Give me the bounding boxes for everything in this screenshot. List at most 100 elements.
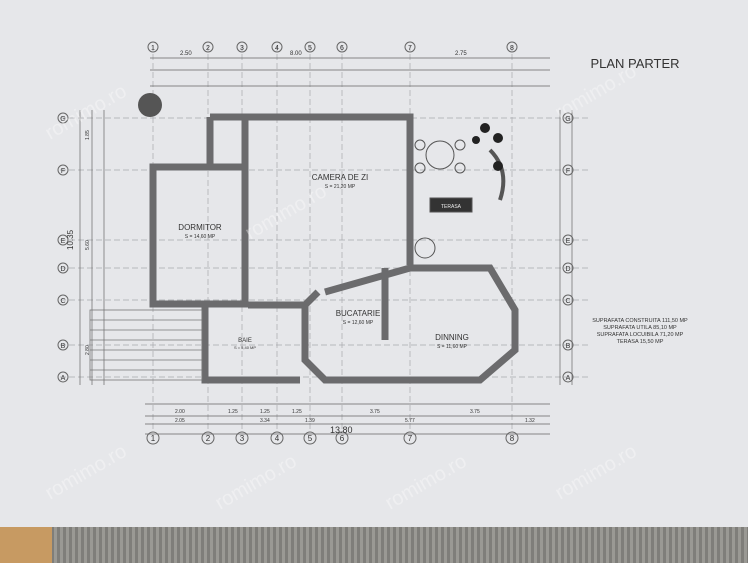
svg-text:romimo.ro: romimo.ro <box>382 450 471 514</box>
furniture <box>414 139 506 259</box>
dim-bottom-1-label: 1.25 <box>228 409 238 415</box>
row-axis-bubble: B <box>562 339 574 351</box>
svg-text:B: B <box>566 343 571 350</box>
dim-bottom-1-label: 3.75 <box>370 409 380 415</box>
svg-text:D: D <box>565 266 570 273</box>
dim-total-depth: 10.35 <box>66 229 75 250</box>
plants-icon <box>138 93 503 171</box>
room-area-dormitor: S = 14,60 MP <box>185 234 216 240</box>
dim-top-1: 2.50 <box>180 51 192 57</box>
dim-bottom-row-2: 2.05 3.34 1.39 5.77 1.32 <box>175 418 535 424</box>
dim-bottom-row-1: 2.00 1.25 1.25 1.25 3.75 3.75 <box>175 409 480 415</box>
column-axis-bubble-top: 3 <box>236 41 248 53</box>
room-area-baie: S = 5,40 MP <box>234 345 256 350</box>
svg-text:romimo.ro: romimo.ro <box>42 440 131 504</box>
column-axis-bubble: 4 <box>270 431 284 445</box>
terrace-sign <box>429 197 473 213</box>
svg-text:5: 5 <box>308 45 312 52</box>
svg-text:romimo.ro: romimo.ro <box>212 450 301 514</box>
room-name-dormitor: DORMITOR <box>178 223 222 232</box>
dim-top-3: 2.75 <box>455 51 467 57</box>
dim-bottom-2-label: 1.39 <box>305 418 315 424</box>
row-axis-bubble: B <box>57 339 69 351</box>
svg-text:7: 7 <box>408 434 413 443</box>
svg-text:3: 3 <box>240 434 245 443</box>
dim-bottom-1-label: 1.25 <box>260 409 270 415</box>
svg-text:4: 4 <box>275 45 279 52</box>
dim-top-2: 8.00 <box>290 51 302 57</box>
carpet-background <box>0 527 748 563</box>
dim-bottom-2-label: 2.05 <box>175 418 185 424</box>
svg-text:6: 6 <box>340 434 345 443</box>
dim-left-2: 5.60 <box>85 240 91 250</box>
wood-floor-background <box>0 527 52 563</box>
row-axis-bubble: C <box>57 294 69 306</box>
dining-table-icon <box>425 140 455 170</box>
column-axis-labels: 1 1 2 2 3 3 4 4 5 5 6 6 7 7 8 8 <box>146 41 519 445</box>
row-axis-bubble: G <box>57 112 69 124</box>
svg-text:romimo.ro: romimo.ro <box>242 180 331 244</box>
column-axis-bubble: 2 <box>201 431 215 445</box>
svg-text:E: E <box>566 238 571 245</box>
svg-text:1: 1 <box>151 434 156 443</box>
summary-living-area: SUPRAFATA LOCUIBILA 71,20 MP <box>597 332 684 338</box>
svg-text:E: E <box>61 238 66 245</box>
row-axis-bubble: F <box>562 164 574 176</box>
column-axis-bubble-top: 4 <box>271 41 283 53</box>
dimension-lines <box>79 57 573 435</box>
column-axis-bubble-top: 8 <box>506 41 518 53</box>
column-axis-bubble-top: 5 <box>304 41 316 53</box>
dim-bottom-1-label: 1.25 <box>292 409 302 415</box>
svg-text:8: 8 <box>510 45 514 52</box>
dim-bottom-2-label: 1.32 <box>525 418 535 424</box>
svg-text:2: 2 <box>206 45 210 52</box>
row-axis-bubble: C <box>562 294 574 306</box>
svg-text:C: C <box>565 298 570 305</box>
room-area-dinning: S = 11,60 MP <box>437 344 468 350</box>
room-area-camera-de-zi: S = 21,20 MP <box>325 184 356 190</box>
column-axis-bubble-top: 6 <box>336 41 348 53</box>
walls <box>149 113 519 384</box>
fireplace-icon <box>414 237 436 259</box>
svg-text:G: G <box>565 116 570 123</box>
room-name-terasa: TERASA <box>441 204 462 210</box>
column-axis-bubble: 7 <box>403 431 417 445</box>
room-name-dinning: DINNING <box>435 333 469 342</box>
room-area-bucatarie: S = 12,60 MP <box>343 320 374 326</box>
svg-text:D: D <box>60 266 65 273</box>
svg-text:8: 8 <box>510 434 515 443</box>
svg-text:B: B <box>61 343 66 350</box>
svg-text:5: 5 <box>308 434 313 443</box>
svg-text:7: 7 <box>408 45 412 52</box>
column-axis-bubble: 6 <box>335 431 349 445</box>
dim-left-1: 1.85 <box>85 130 91 140</box>
svg-text:C: C <box>60 298 65 305</box>
column-axis-bubble: 8 <box>505 431 519 445</box>
dim-bottom-1-label: 2.00 <box>175 409 185 415</box>
dim-bottom-1-label: 3.75 <box>470 409 480 415</box>
row-axis-bubble: D <box>562 262 574 274</box>
summary-built-area: SUPRAFATA CONSTRUITA 111,50 MP <box>592 318 688 324</box>
svg-text:A: A <box>61 375 66 382</box>
row-axis-bubble: F <box>57 164 69 176</box>
svg-text:2: 2 <box>206 434 211 443</box>
summary-usable-area: SUPRAFATA UTILA 85,10 MP <box>603 325 677 331</box>
svg-text:4: 4 <box>275 434 280 443</box>
row-axis-bubble: D <box>57 262 69 274</box>
row-axis-bubble: A <box>562 371 574 383</box>
column-axis-bubble: 5 <box>303 431 317 445</box>
svg-text:A: A <box>566 375 571 382</box>
room-name-baie: BAIE <box>238 338 252 344</box>
row-axis-bubble: E <box>562 234 574 246</box>
row-axis-labels: G G F F E E D D C C B B A A <box>57 112 574 383</box>
dim-total-width: 13.80 <box>330 425 353 435</box>
dim-bottom-2-label: 3.34 <box>260 418 270 424</box>
column-axis-bubble-top: 2 <box>202 41 214 53</box>
svg-text:1: 1 <box>151 45 155 52</box>
dim-bottom-2-label: 5.77 <box>405 418 415 424</box>
column-axis-bubble: 1 <box>146 431 160 445</box>
page-title: PLAN PARTER <box>590 56 679 71</box>
svg-text:6: 6 <box>340 45 344 52</box>
svg-text:G: G <box>60 116 65 123</box>
